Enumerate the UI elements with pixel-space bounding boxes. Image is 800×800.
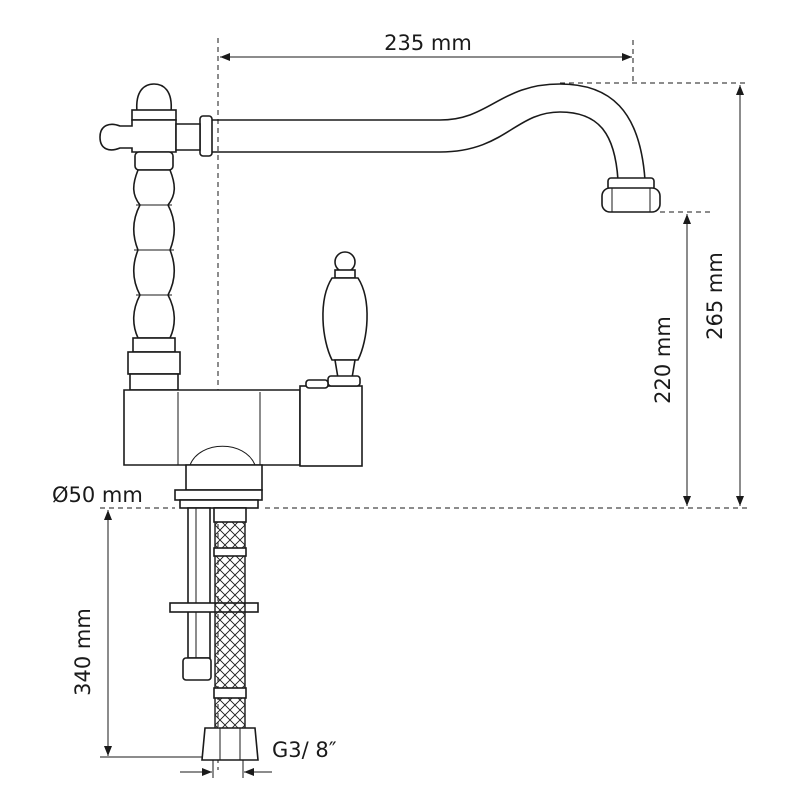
dim-spout-reach: 235 mm bbox=[384, 31, 472, 55]
top-knob bbox=[135, 83, 173, 113]
dim-total-height: 265 mm bbox=[703, 252, 727, 340]
reference-lines bbox=[100, 38, 750, 770]
hose-nut bbox=[201, 727, 259, 761]
cross-handle bbox=[99, 119, 177, 153]
dim-base-diameter: Ø50 mm bbox=[52, 483, 143, 507]
underside-fittings bbox=[169, 507, 259, 761]
faucet bbox=[99, 83, 661, 509]
dimension-connection: G3/ 8″ bbox=[180, 738, 337, 778]
column bbox=[132, 169, 176, 339]
dimension-340: 340 mm bbox=[71, 510, 205, 758]
dimension-265: 265 mm bbox=[703, 85, 744, 506]
lever-handle bbox=[322, 277, 368, 361]
mixer-body bbox=[123, 389, 301, 466]
lever-knob bbox=[334, 251, 356, 273]
mounting-washer bbox=[169, 602, 259, 613]
dimension-235: 235 mm bbox=[220, 31, 632, 61]
dim-below-counter: 340 mm bbox=[71, 608, 95, 696]
dimension-220: 220 mm bbox=[651, 214, 691, 506]
spout bbox=[204, 83, 646, 181]
dim-spout-height: 220 mm bbox=[651, 316, 675, 404]
threaded-rod bbox=[187, 507, 211, 659]
dim-connection-thread: G3/ 8″ bbox=[272, 738, 337, 762]
